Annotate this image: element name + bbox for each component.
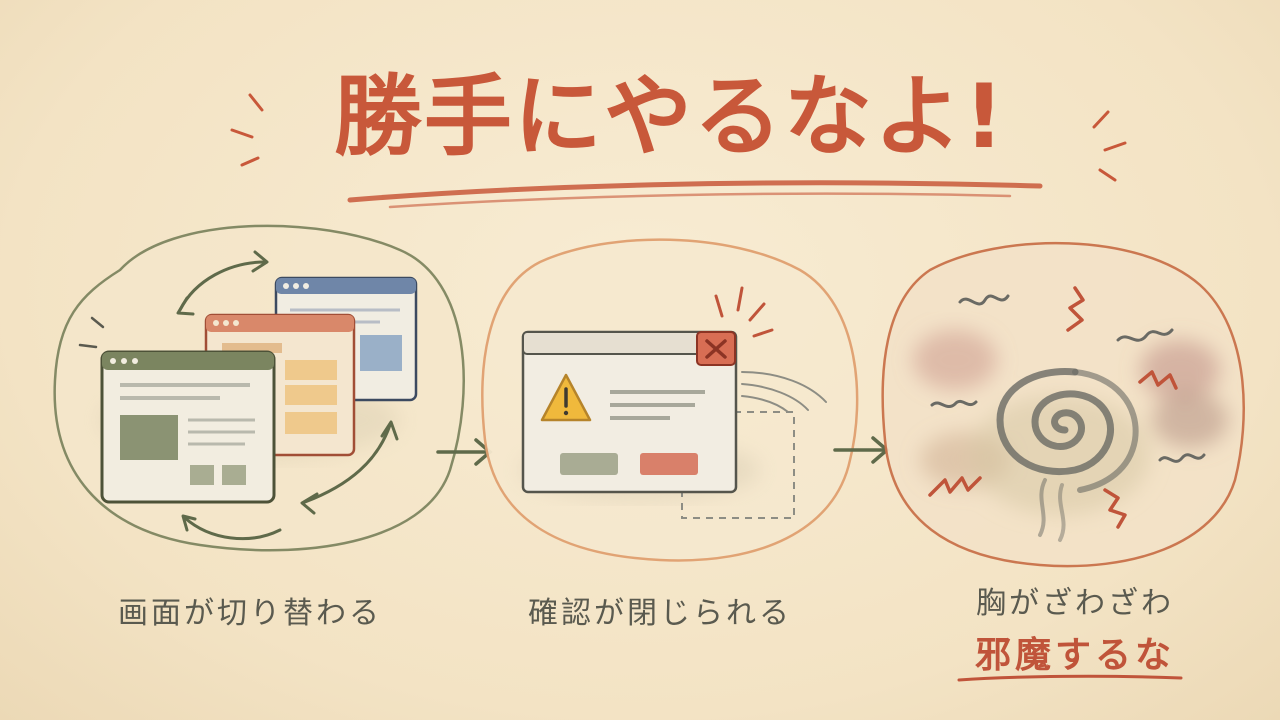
zigzag-icon xyxy=(928,286,1206,529)
smudge-clouds xyxy=(913,330,1228,515)
swoosh-lines xyxy=(741,371,827,413)
dialog-window xyxy=(521,330,738,494)
panel-dialog-closed xyxy=(481,238,859,562)
warning-icon xyxy=(540,373,592,422)
panel-screen-switch xyxy=(53,224,465,552)
caption-anxiety-line1: 胸がざわざわ xyxy=(976,586,1174,621)
panel-anxiety xyxy=(881,241,1245,568)
caption-dialog-closed: 確認が閉じられる xyxy=(528,596,792,631)
title-sparks xyxy=(230,93,1127,182)
caption-anxiety-line2: 邪魔するな xyxy=(974,635,1175,676)
page-title: 勝手にやるなよ! xyxy=(333,65,1007,168)
caption-screen-switch: 画面が切り替わる xyxy=(118,596,382,631)
alert-sparks xyxy=(714,286,774,338)
title-underline xyxy=(347,180,1043,203)
close-icon xyxy=(696,331,736,366)
switch-arrows-icon xyxy=(176,250,399,541)
title-underline-second xyxy=(388,192,1012,209)
dialog-cancel-button xyxy=(560,453,618,475)
swirl-icon xyxy=(996,367,1139,542)
window-green xyxy=(100,350,276,504)
dialog-ok-button xyxy=(640,453,698,475)
motion-ticks xyxy=(78,316,105,349)
caption-underline xyxy=(957,674,1183,682)
